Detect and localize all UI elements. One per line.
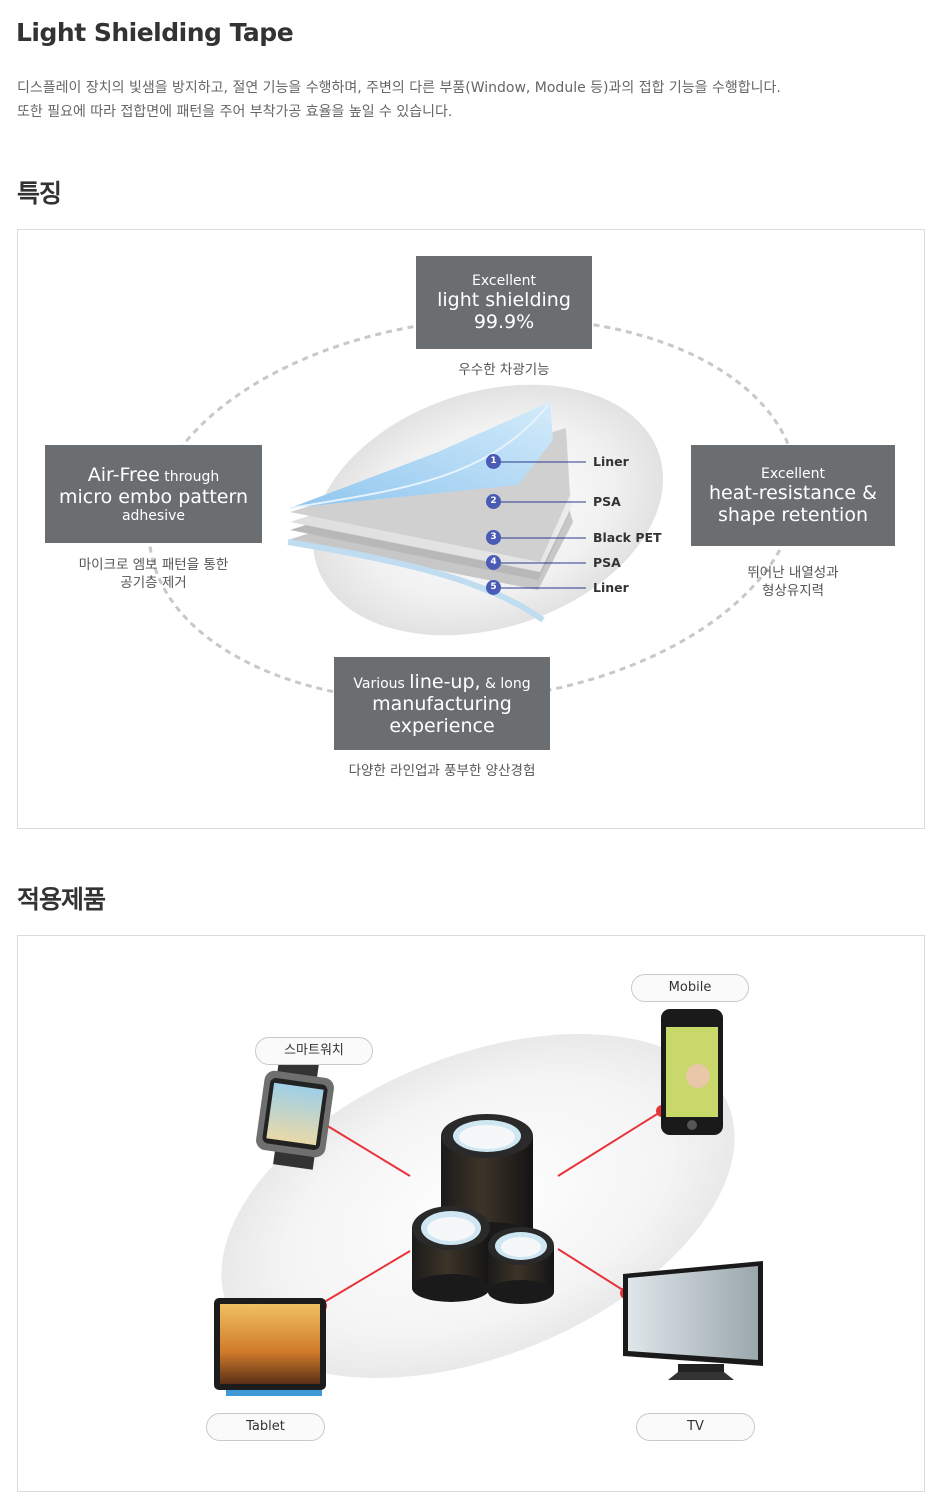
- intro-line-2: 또한 필요에 따라 접합면에 패턴을 주어 부착가공 효율을 높일 수 있습니다…: [17, 104, 453, 120]
- feature-left-line2: micro embo pattern: [58, 486, 249, 508]
- feature-box-air-free: Air-Free through micro embo pattern adhe…: [45, 445, 262, 543]
- feature-box-lineup: Various line-up, & long manufacturing ex…: [334, 657, 550, 750]
- feature-bottom-caption: 다양한 라인업과 풍부한 양산경험: [348, 763, 536, 779]
- feature-bottom-line1: Various line-up, & long: [353, 670, 531, 693]
- tape-rolls-image: [412, 1114, 554, 1304]
- feature-right-line2: heat-resistance &: [709, 481, 877, 504]
- layer-badge-3: 3: [486, 530, 501, 545]
- product-label-smartwatch: 스마트워치: [255, 1037, 373, 1065]
- feature-top-caption: 우수한 차광기능: [458, 362, 550, 378]
- feature-top-line3: 99.9%: [473, 310, 535, 333]
- feature-right-line3: shape retention: [717, 503, 869, 526]
- layer-badge-4: 4: [486, 555, 501, 570]
- product-label-tablet: Tablet: [206, 1413, 325, 1441]
- layer-leader-lines: [494, 461, 586, 589]
- feature-left-line1: Air-Free through: [87, 464, 220, 486]
- feature-box-heat-resistance: Excellent heat-resistance & shape retent…: [691, 445, 895, 546]
- products-panel: 스마트워치 Mobile Tablet TV: [17, 935, 925, 1492]
- features-heading: 특징: [17, 179, 62, 208]
- feature-left-line3: adhesive: [121, 508, 186, 524]
- product-label-tv: TV: [636, 1413, 755, 1441]
- feature-box-light-shielding: Excellent light shielding 99.9%: [416, 256, 592, 349]
- feature-top-line1: Excellent: [472, 272, 536, 289]
- layer-label-2: PSA: [593, 494, 621, 509]
- feature-top-line2: light shielding: [437, 288, 571, 311]
- product-connectors: [320, 1110, 663, 1305]
- layer-label-4: PSA: [593, 555, 621, 570]
- intro-line-1: 디스플레이 장치의 빛샘을 방지하고, 절연 기능을 수행하며, 주변의 다른 …: [17, 80, 781, 96]
- tv-image: [623, 1261, 763, 1380]
- layer-badge-1: 1: [486, 454, 501, 469]
- layer-label-5: Liner: [593, 580, 629, 595]
- features-panel: 1 2 3 4 5 Liner PSA Black PET PSA Liner …: [17, 229, 925, 829]
- layer-label-3: Black PET: [593, 530, 662, 545]
- feature-bottom-line3: experience: [389, 714, 495, 737]
- feature-left-caption: 마이크로 엠보 패턴을 통한 공기층 제거: [78, 557, 229, 591]
- layer-badge-2: 2: [486, 494, 501, 509]
- feature-right-caption: 뛰어난 내열성과 형상유지력: [747, 565, 839, 599]
- layer-label-1: Liner: [593, 454, 629, 469]
- feature-bottom-line2: manufacturing: [372, 692, 512, 715]
- mobile-image: [661, 1009, 723, 1135]
- page-title: Light Shielding Tape: [16, 18, 294, 47]
- feature-right-line1: Excellent: [761, 465, 825, 482]
- product-label-mobile: Mobile: [631, 974, 749, 1002]
- products-diagram: [214, 1009, 763, 1396]
- intro-text: 디스플레이 장치의 빛샘을 방지하고, 절연 기능을 수행하며, 주변의 다른 …: [17, 76, 781, 124]
- tablet-image: [214, 1298, 326, 1396]
- products-heading: 적용제품: [17, 885, 106, 914]
- layer-badge-5: 5: [486, 580, 501, 595]
- smartwatch-image: [256, 1058, 334, 1170]
